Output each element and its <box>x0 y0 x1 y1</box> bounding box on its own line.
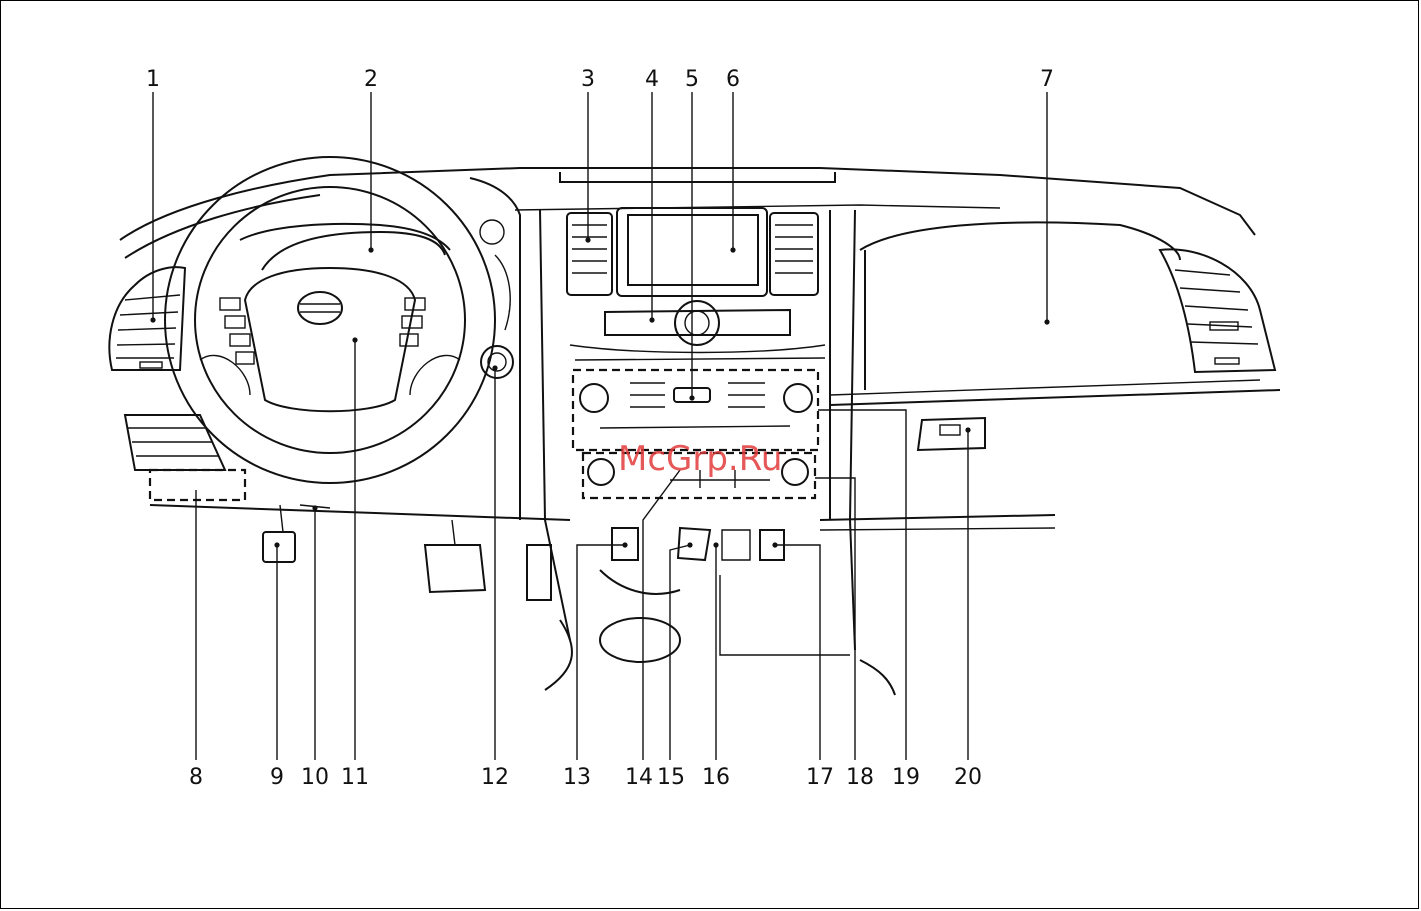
right-air-vent <box>1160 249 1275 372</box>
callout-16: 16 <box>702 765 730 790</box>
callout-13: 13 <box>563 765 591 790</box>
leader-lines <box>153 92 1047 760</box>
callout-6: 6 <box>726 67 740 92</box>
callout-3: 3 <box>581 67 595 92</box>
glovebox-switch <box>918 418 985 450</box>
hood-release-and-pedals <box>263 505 551 600</box>
callout-5: 5 <box>685 67 699 92</box>
left-lower-switch-panel <box>125 415 245 500</box>
callout-1: 1 <box>146 67 160 92</box>
callout-7: 7 <box>1040 67 1054 92</box>
watermark: McGrp.Ru <box>618 439 782 479</box>
callout-17: 17 <box>806 765 834 790</box>
callout-9: 9 <box>270 765 284 790</box>
steering-wheel <box>165 157 495 483</box>
callout-20: 20 <box>954 765 982 790</box>
callout-2: 2 <box>364 67 378 92</box>
callout-12: 12 <box>481 765 509 790</box>
callout-11: 11 <box>341 765 369 790</box>
callout-19: 19 <box>892 765 920 790</box>
callout-10: 10 <box>301 765 329 790</box>
callout-8: 8 <box>189 765 203 790</box>
meter-cluster <box>262 232 445 270</box>
callout-labels: 1 2 3 4 5 6 7 8 9 10 11 12 13 14 15 16 1… <box>146 67 1054 790</box>
left-air-vent <box>109 267 185 370</box>
callout-14: 14 <box>625 765 653 790</box>
callout-4: 4 <box>645 67 659 92</box>
callout-18: 18 <box>846 765 874 790</box>
callout-15: 15 <box>657 765 685 790</box>
